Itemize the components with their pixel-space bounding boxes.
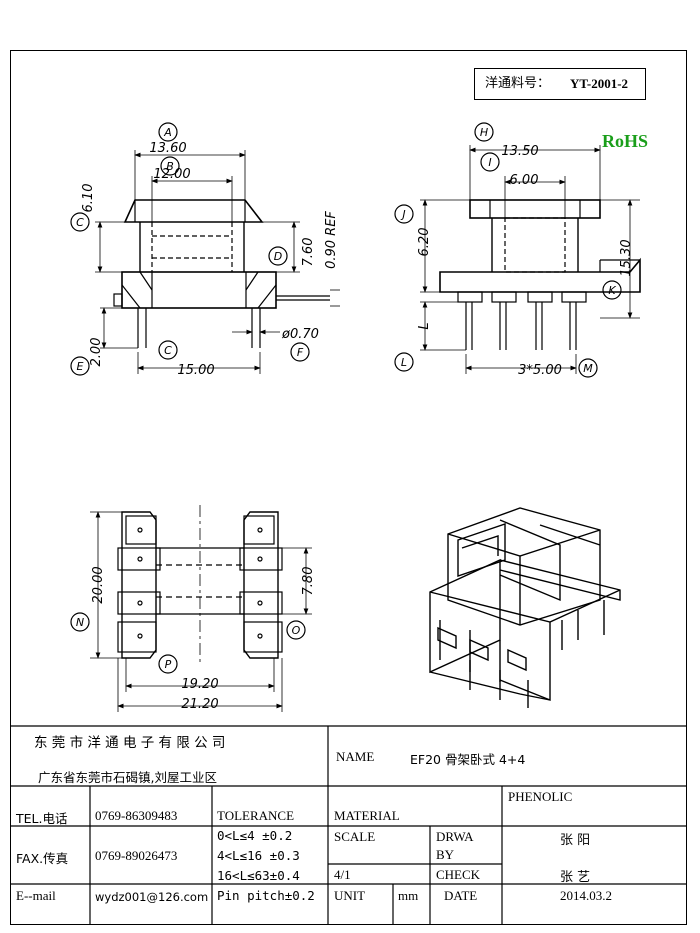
dim-o: 7.80 bbox=[301, 567, 316, 596]
dim-n: 20.00 bbox=[91, 566, 106, 603]
material-label: MATERIAL bbox=[334, 808, 400, 823]
drawn-value: 张 阳 bbox=[560, 833, 591, 848]
company-name: 东 莞 市 洋 通 电 子 有 限 公 司 bbox=[34, 735, 226, 751]
drawn-label-1: DRWA bbox=[436, 829, 474, 844]
tolerance-row-1: 0<L≤4 ±0.2 bbox=[217, 828, 293, 843]
dim-h: 13.50 bbox=[501, 144, 538, 159]
tolerance-row-3: 16<L≤63±0.4 bbox=[217, 868, 300, 883]
dim-a: 13.60 bbox=[149, 141, 186, 156]
check-value: 张 艺 bbox=[560, 870, 591, 885]
circle-k: K bbox=[608, 284, 616, 297]
name-value: EF20 骨架卧式 4+4 bbox=[410, 752, 526, 767]
date-value: 2014.03.2 bbox=[560, 888, 612, 903]
dim-c-bottom: 15.00 bbox=[177, 363, 214, 378]
tolerance-label: TOLERANCE bbox=[217, 808, 295, 823]
title-block-grid bbox=[10, 725, 687, 925]
rohs-mark: RoHS bbox=[602, 131, 649, 151]
circle-m: M bbox=[583, 362, 593, 375]
dim-e: 2.00 bbox=[89, 338, 104, 367]
dim-d: 7.60 bbox=[301, 238, 316, 267]
dim-pin-diameter: ø0.70 bbox=[281, 327, 319, 342]
dim-k: 15.30 bbox=[619, 239, 634, 276]
circle-n: N bbox=[76, 616, 84, 629]
side-view bbox=[394, 122, 641, 378]
front-view bbox=[70, 122, 340, 376]
fax-value: 0769-89026473 bbox=[95, 848, 178, 863]
check-label: CHECK bbox=[436, 867, 481, 882]
tolerance-row-2: 4<L≤16 ±0.3 bbox=[217, 848, 300, 863]
company-address: 广东省东莞市石碣镇,刘屋工业区 bbox=[38, 770, 217, 785]
dim-total: 21.20 bbox=[181, 697, 218, 712]
scale-label: SCALE bbox=[334, 829, 376, 844]
circle-d: D bbox=[274, 250, 282, 263]
dim-l: L bbox=[417, 322, 432, 329]
tel-value: 0769-86309483 bbox=[95, 808, 178, 823]
circle-f: F bbox=[297, 346, 304, 359]
scale-value: 4/1 bbox=[334, 867, 351, 882]
dim-ref: 0.90 REF bbox=[324, 211, 339, 269]
dim-c-top: 6.10 bbox=[81, 184, 96, 213]
circle-l: L bbox=[401, 356, 407, 369]
circle-j: J bbox=[400, 208, 405, 221]
drawing-sheet-border bbox=[10, 50, 687, 925]
circle-c2: C bbox=[164, 344, 172, 357]
dim-i: 6.00 bbox=[510, 173, 539, 188]
unit-value: mm bbox=[398, 888, 419, 903]
fax-label: FAX.传真 bbox=[16, 851, 69, 866]
unit-label: UNIT bbox=[334, 888, 366, 903]
circle-p: P bbox=[165, 658, 172, 671]
part-number-value: YT-2001-2 bbox=[570, 76, 629, 91]
circle-h: H bbox=[480, 126, 488, 139]
circle-i: I bbox=[488, 156, 491, 169]
dim-m: 3*5.00 bbox=[518, 363, 562, 378]
email-value: wydz001@126.com bbox=[95, 890, 209, 904]
part-number-label: 洋通料号： bbox=[485, 76, 551, 91]
circle-a: A bbox=[163, 126, 172, 139]
circle-c1: C bbox=[76, 216, 84, 229]
part-number-box: 洋通料号： YT-2001-2 bbox=[474, 68, 646, 100]
dim-p: 19.20 bbox=[181, 677, 218, 692]
dim-b: 12.00 bbox=[153, 167, 190, 182]
circle-e: E bbox=[77, 360, 84, 373]
bottom-view bbox=[70, 505, 312, 712]
dim-j: 6.20 bbox=[417, 228, 432, 257]
material-value: PHENOLIC bbox=[508, 789, 573, 804]
email-label: E--mail bbox=[16, 888, 56, 903]
isometric-view bbox=[429, 507, 621, 708]
tel-label: TEL.电话 bbox=[16, 811, 68, 826]
drawn-label-2: BY bbox=[436, 847, 455, 862]
circle-b: B bbox=[166, 160, 174, 173]
name-label: NAME bbox=[336, 749, 375, 764]
circle-o: O bbox=[292, 624, 301, 637]
tolerance-row-4: Pin pitch±0.2 bbox=[217, 888, 315, 903]
date-label: DATE bbox=[444, 888, 478, 903]
